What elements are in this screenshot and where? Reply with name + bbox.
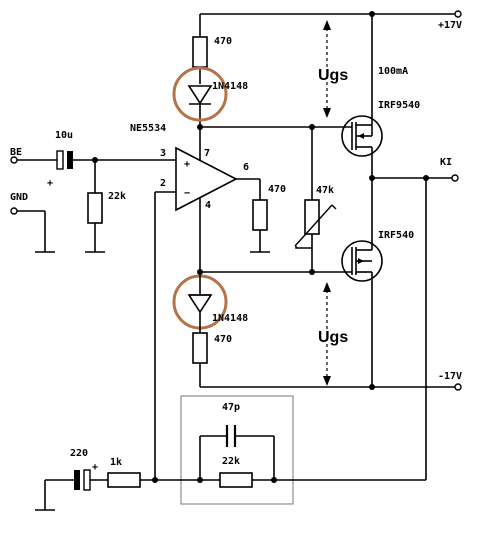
pin7-label: 7	[204, 148, 210, 159]
pin3-label: 3	[160, 148, 166, 159]
diode-bottom-label: 1N4148	[212, 313, 248, 324]
capacitor-ground-220	[74, 469, 91, 491]
resistor-top-label: 470	[214, 36, 232, 47]
trimmer-47k[interactable]	[304, 199, 320, 235]
blank-patch-left	[38, 317, 138, 447]
feedback-network-box	[180, 395, 294, 505]
mosfet-n-label: IRF540	[378, 230, 414, 241]
ground-label: GND	[10, 192, 28, 203]
output-label: KI	[440, 157, 452, 168]
capacitor-input-label: 10u	[55, 130, 73, 141]
capacitor-feedback-47p	[225, 425, 237, 447]
positive-supply-rail	[200, 10, 462, 18]
resistor-output-label: 470	[268, 184, 286, 195]
resistor-ground-1k	[107, 472, 141, 488]
positive-supply-terminal[interactable]	[454, 10, 462, 18]
opamp-label: NE5534	[130, 123, 166, 134]
pin4-label: 4	[205, 200, 211, 211]
diode-bottom-1n4148	[187, 294, 213, 314]
ugs-bottom-label: Ugs	[318, 329, 348, 346]
opamp-plus-sign: +	[184, 159, 190, 170]
blank-patch-right	[298, 426, 328, 444]
opamp-minus-sign: −	[184, 188, 190, 199]
ugs-top-arrow	[323, 20, 331, 118]
resistor-top-470	[192, 36, 208, 68]
output-terminal[interactable]	[451, 174, 459, 182]
capacitor-ground-polarity: +	[92, 462, 98, 473]
diode-top-1n4148	[187, 85, 213, 105]
negative-supply-label: -17V	[438, 371, 462, 382]
ugs-bottom-arrow	[323, 282, 331, 386]
diode-top-label: 1N4148	[212, 81, 248, 92]
mosfet-p-label: IRF9540	[378, 100, 420, 111]
highlight-circle-top	[172, 66, 228, 122]
resistor-input-label: 22k	[108, 191, 126, 202]
resistor-bottom-label: 470	[214, 334, 232, 345]
positive-supply-label: +17V	[438, 20, 462, 31]
ground-terminal[interactable]	[10, 207, 18, 215]
capacitor-input-polarity: +	[47, 178, 53, 189]
resistor-output-470	[252, 199, 268, 231]
resistor-input-22k	[87, 192, 103, 224]
capacitor-feedback-label: 47p	[222, 402, 240, 413]
mosfet-p-irf9540	[341, 14, 383, 178]
capacitor-input-10u	[56, 150, 73, 170]
pin2-label: 2	[160, 178, 166, 189]
resistor-bottom-470	[192, 332, 208, 364]
capacitor-ground-label: 220	[70, 448, 88, 459]
resistor-feedback-label: 22k	[222, 456, 240, 467]
trimmer-label: 47k	[316, 185, 334, 196]
resistor-ground-label: 1k	[110, 457, 122, 468]
ugs-top-label: Ugs	[318, 67, 348, 84]
negative-supply-terminal[interactable]	[454, 383, 462, 391]
pin6-label: 6	[243, 162, 249, 173]
negative-supply-rail	[200, 383, 462, 391]
quiescent-current-label: 100mA	[378, 66, 408, 77]
opamp-ne5534: + −	[175, 146, 238, 212]
resistor-feedback-22k	[219, 472, 253, 488]
input-label: BE	[10, 147, 22, 158]
mosfet-n-irf540	[341, 240, 383, 387]
